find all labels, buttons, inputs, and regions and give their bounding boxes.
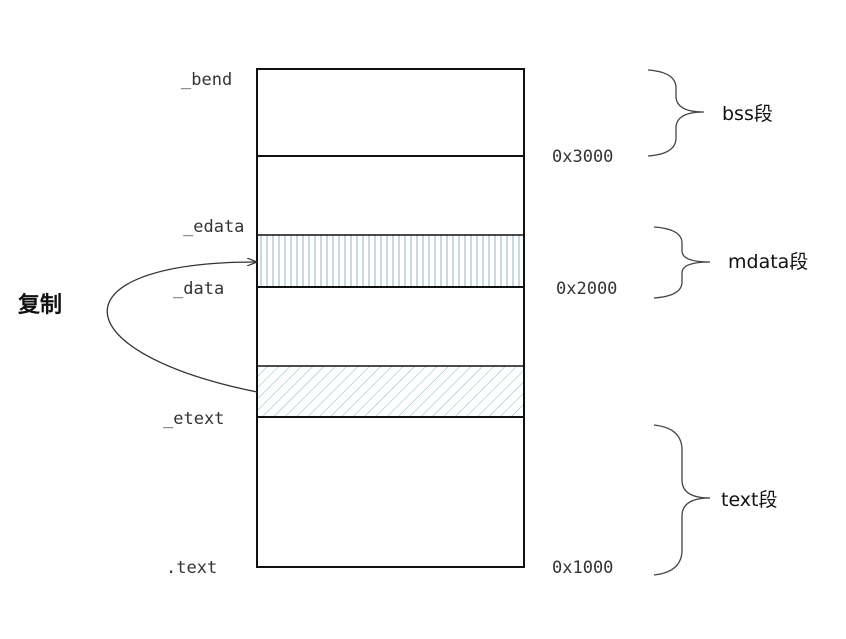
segment-label-text: text段: [721, 489, 778, 511]
mdata-region: [258, 235, 523, 287]
copy-arrow: [106, 262, 258, 393]
label-edata: _edata: [183, 217, 244, 237]
address-0x1000: 0x1000: [552, 558, 613, 578]
copy-label: 复制: [17, 292, 62, 318]
label-etext: _etext: [163, 409, 224, 429]
label-bend: _bend: [181, 70, 232, 90]
address-0x3000: 0x3000: [552, 147, 613, 167]
data-load-region: [258, 366, 523, 417]
segment-label-mdata: mdata段: [728, 251, 808, 273]
label-data: _data: [173, 279, 224, 299]
brace-bss: [647, 69, 705, 157]
label-text: .text: [166, 558, 217, 578]
brace-mdata: [653, 226, 711, 299]
memory-column: [256, 68, 525, 568]
brace-text: [653, 424, 711, 576]
address-0x2000: 0x2000: [556, 279, 617, 299]
segment-label-bss: bss段: [722, 103, 773, 125]
